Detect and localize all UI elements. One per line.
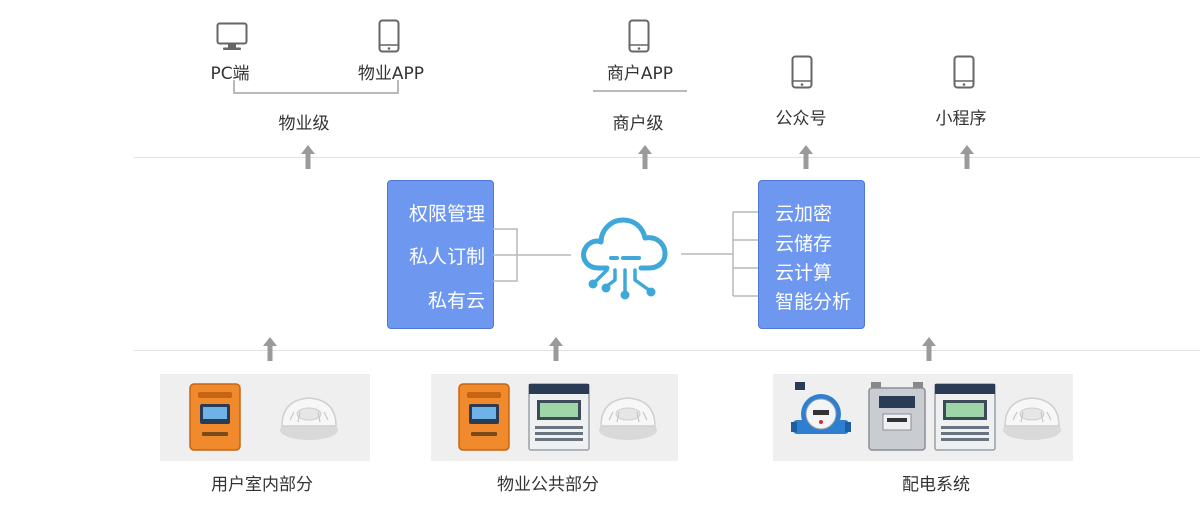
private-services-panel: 权限管理 私人订制 私有云 bbox=[387, 180, 494, 329]
divider-top bbox=[134, 157, 1200, 158]
phone-icon bbox=[378, 19, 400, 53]
property-level-label: 物业级 bbox=[278, 114, 330, 134]
official-account-label: 公众号 bbox=[775, 109, 827, 129]
panel-item-analysis: 智能分析 bbox=[775, 291, 852, 313]
gas-meter-icon bbox=[868, 382, 926, 451]
property-app-label: 物业APP bbox=[357, 64, 425, 84]
panel-item-computing: 云计算 bbox=[775, 262, 833, 284]
up-arrow-icon bbox=[301, 145, 315, 169]
water-meter-icon bbox=[791, 382, 851, 434]
merchant-app-label: 商户APP bbox=[606, 64, 674, 84]
phone-icon bbox=[628, 19, 650, 53]
public-devices-box bbox=[431, 374, 678, 461]
public-label: 物业公共部分 bbox=[497, 475, 599, 495]
indoor-devices-box bbox=[160, 374, 370, 461]
mini-program-label: 小程序 bbox=[935, 109, 987, 129]
up-arrow-icon bbox=[799, 145, 813, 169]
power-devices-box bbox=[773, 374, 1073, 461]
up-arrow-icon bbox=[263, 337, 277, 361]
up-arrow-icon bbox=[638, 145, 652, 169]
cloud-network-icon bbox=[581, 217, 668, 300]
gas-alarm-device-icon bbox=[189, 383, 241, 451]
power-meter-icon bbox=[934, 383, 996, 451]
merchant-level-label: 商户级 bbox=[612, 114, 664, 134]
panel-item-custom: 私人订制 bbox=[408, 246, 485, 268]
merchant-underline bbox=[593, 90, 687, 92]
gas-alarm-device-icon bbox=[458, 383, 510, 451]
power-meter-icon bbox=[528, 383, 590, 451]
up-arrow-icon bbox=[549, 337, 563, 361]
panel-item-storage: 云储存 bbox=[775, 233, 833, 255]
panel-item-private-cloud: 私有云 bbox=[427, 290, 485, 312]
cloud-services-panel: 云加密 云储存 云计算 智能分析 bbox=[758, 180, 865, 329]
up-arrow-icon bbox=[960, 145, 974, 169]
smoke-detector-icon bbox=[280, 397, 338, 440]
left-connector bbox=[493, 228, 571, 282]
indoor-label: 用户室内部分 bbox=[211, 475, 313, 495]
phone-icon bbox=[953, 55, 975, 89]
phone-icon bbox=[791, 55, 813, 89]
pc-label: PC端 bbox=[210, 64, 250, 84]
divider-bottom bbox=[134, 350, 1200, 351]
smoke-detector-icon bbox=[1003, 397, 1061, 440]
panel-item-encryption: 云加密 bbox=[775, 203, 833, 225]
monitor-icon bbox=[216, 22, 248, 50]
property-bracket bbox=[233, 80, 399, 94]
right-connector bbox=[681, 211, 759, 297]
smoke-detector-icon bbox=[599, 397, 657, 440]
panel-item-permission: 权限管理 bbox=[408, 203, 485, 225]
power-label: 配电系统 bbox=[902, 475, 970, 495]
up-arrow-icon bbox=[922, 337, 936, 361]
